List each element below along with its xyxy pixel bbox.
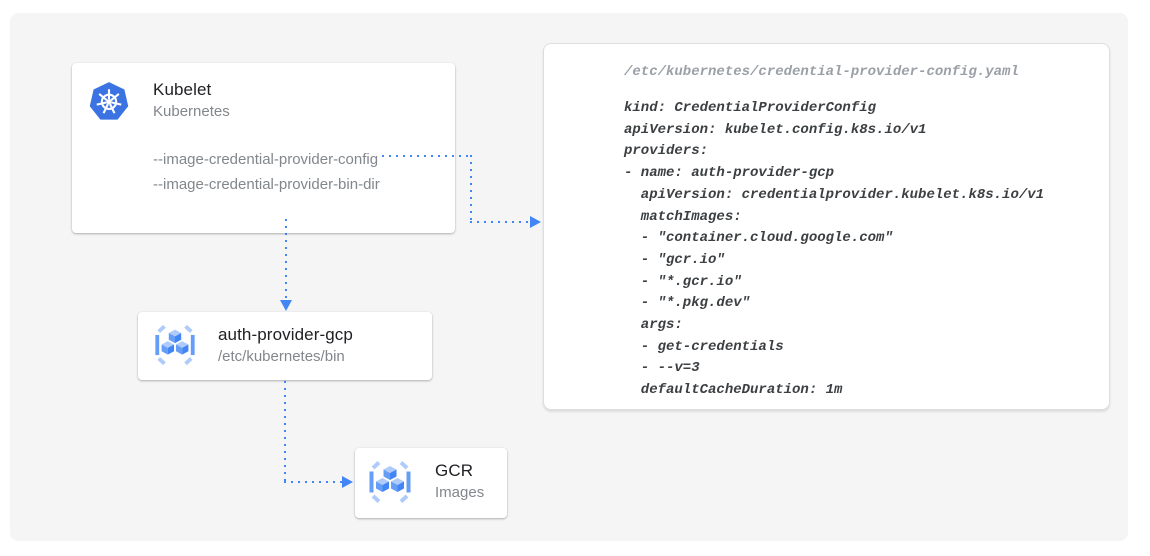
credential-provider-config-panel: /etc/kubernetes/credential-provider-conf…: [543, 43, 1110, 410]
container-registry-icon: [366, 458, 414, 506]
kubelet-flags: --image-credential-provider-config --ima…: [153, 147, 380, 197]
kubelet-subtitle: Kubernetes: [153, 103, 230, 120]
arrow-config-to-yaml-segment-2: [470, 155, 472, 223]
arrow-config-to-yaml-segment-1: [382, 155, 470, 157]
kubelet-flag-bin-dir: --image-credential-provider-bin-dir: [153, 176, 380, 193]
arrowhead-into-yaml-panel: [530, 216, 541, 228]
arrowhead-into-gcr: [342, 476, 353, 488]
config-file-path: /etc/kubernetes/credential-provider-conf…: [624, 64, 1019, 80]
gcr-subtitle: Images: [435, 484, 485, 501]
kubelet-flag-config: --image-credential-provider-config: [153, 151, 379, 168]
arrow-config-to-yaml-segment-3: [470, 221, 530, 223]
arrow-auth-provider-to-gcr-segment-2: [284, 481, 342, 483]
arrow-auth-provider-to-gcr-segment-1: [284, 381, 286, 482]
kubelet-card: Kubelet Kubernetes --image-credential-pr…: [72, 63, 455, 233]
kubelet-title: Kubelet: [153, 80, 212, 99]
gcr-card: GCR Images: [355, 448, 507, 518]
kubernetes-icon: [88, 80, 130, 122]
container-registry-icon: [152, 322, 198, 368]
auth-provider-path: /etc/kubernetes/bin: [218, 348, 345, 365]
auth-provider-title: auth-provider-gcp: [218, 325, 353, 344]
gcr-title: GCR: [435, 461, 474, 480]
auth-provider-gcp-card: auth-provider-gcp /etc/kubernetes/bin: [138, 312, 432, 380]
arrowhead-into-auth-provider: [280, 300, 292, 311]
arrow-kubelet-to-auth-provider: [285, 219, 287, 301]
config-yaml-code: kind: CredentialProviderConfig apiVersio…: [624, 100, 1045, 399]
